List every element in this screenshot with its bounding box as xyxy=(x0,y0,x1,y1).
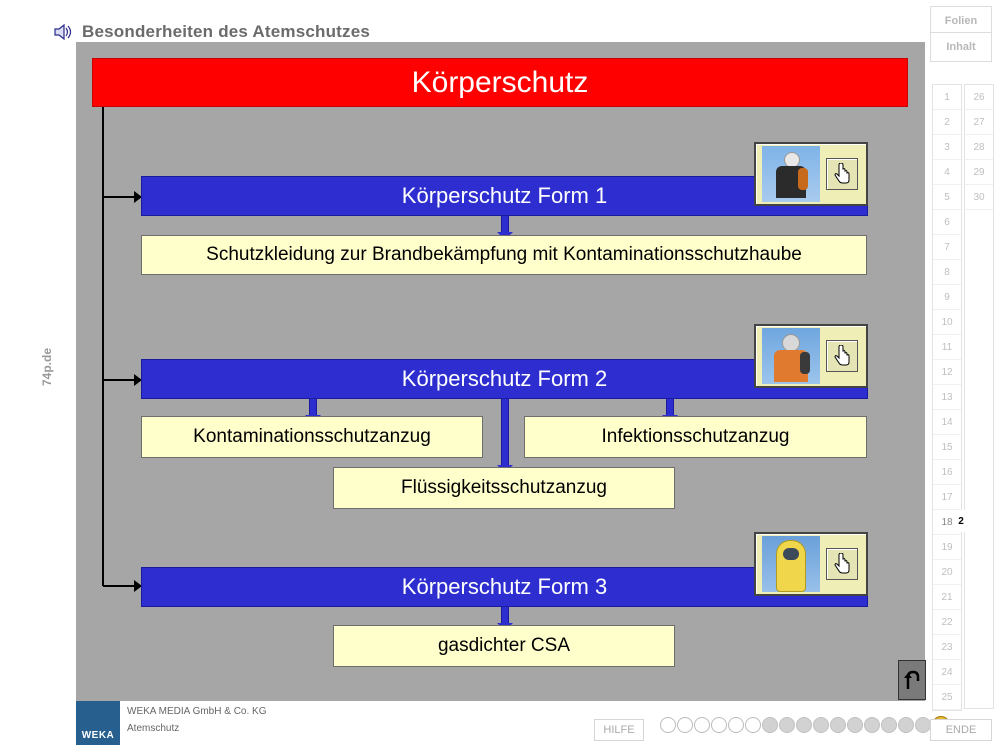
form-3-media-panel xyxy=(754,532,868,596)
connector-vertical xyxy=(102,107,104,586)
firefighter-photo xyxy=(762,146,820,202)
main-title-bar: Körperschutz xyxy=(92,58,908,107)
connector-form-3 xyxy=(103,585,136,587)
form-2-media-panel xyxy=(754,324,868,388)
pointing-hand-icon xyxy=(834,163,850,184)
page-title: Besonderheiten des Atemschutzes xyxy=(82,22,371,41)
slide-link-20[interactable]: 20 xyxy=(933,560,961,585)
pointing-hand-icon xyxy=(834,553,850,574)
form-2-item-1: Kontaminationsschutzanzug xyxy=(141,416,483,458)
form-3-label: Körperschutz Form 3 xyxy=(401,574,608,599)
progress-dot xyxy=(864,717,880,733)
title-row: Besonderheiten des Atemschutzes xyxy=(52,20,370,44)
slide-link-13[interactable]: 13 xyxy=(933,385,961,410)
connector-form-2 xyxy=(103,379,136,381)
slide-link-8[interactable]: 8 xyxy=(933,260,961,285)
show-image-button[interactable] xyxy=(826,340,858,372)
show-image-button[interactable] xyxy=(826,548,858,580)
slide-link-10[interactable]: 10 xyxy=(933,310,961,335)
slide-link-3[interactable]: 3 xyxy=(933,135,961,160)
show-image-button[interactable] xyxy=(826,158,858,190)
slide-link-28[interactable]: 28 xyxy=(965,135,993,160)
progress-dot xyxy=(728,717,744,733)
slide-link-30[interactable]: 30 xyxy=(965,185,993,210)
folien-button[interactable]: Folien xyxy=(930,6,992,36)
progress-dot xyxy=(779,717,795,733)
form-1-bar: Körperschutz Form 1 xyxy=(141,176,868,216)
arrow-right-icon xyxy=(134,580,142,592)
pointing-hand-icon xyxy=(834,345,850,366)
slide-link-6[interactable]: 6 xyxy=(933,210,961,235)
slide-link-22[interactable]: 22 xyxy=(933,610,961,635)
slide-link-17[interactable]: 17 xyxy=(933,485,961,510)
slide-link-11[interactable]: 11 xyxy=(933,335,961,360)
watermark: 74p.de xyxy=(40,348,54,387)
slide-link-9[interactable]: 9 xyxy=(933,285,961,310)
progress-dot xyxy=(677,717,693,733)
form-1-media-panel xyxy=(754,142,868,206)
progress-dot xyxy=(830,717,846,733)
form-1-item: Schutzkleidung zur Brandbekämpfung mit K… xyxy=(141,235,867,275)
end-button[interactable]: ENDE xyxy=(930,719,992,741)
slide-link-2[interactable]: 2 xyxy=(933,110,961,135)
form-2-label: Körperschutz Form 2 xyxy=(401,366,608,391)
form-3-bar: Körperschutz Form 3 xyxy=(141,567,868,607)
slide-link-21[interactable]: 21 xyxy=(933,585,961,610)
inhalt-button[interactable]: Inhalt xyxy=(930,32,992,62)
speaker-icon[interactable] xyxy=(52,21,74,43)
progress-dot xyxy=(745,717,761,733)
progress-dot xyxy=(847,717,863,733)
form-3-item: gasdichter CSA xyxy=(333,625,675,667)
slide-link-12[interactable]: 12 xyxy=(933,360,961,385)
down-arrow-icon xyxy=(497,399,513,473)
slide-link-16[interactable]: 16 xyxy=(933,460,961,485)
sub-page-indicator: 2 xyxy=(956,510,966,532)
slide-link-5[interactable]: 5 xyxy=(933,185,961,210)
slide-link-19[interactable]: 19 xyxy=(933,535,961,560)
arrow-right-icon xyxy=(134,374,142,386)
slide-link-29[interactable]: 29 xyxy=(965,160,993,185)
progress-dot xyxy=(813,717,829,733)
progress-dot xyxy=(881,717,897,733)
slide-link-15[interactable]: 15 xyxy=(933,435,961,460)
form-2-item-3: Flüssigkeitsschutzanzug xyxy=(333,467,675,509)
slide-link-27[interactable]: 27 xyxy=(965,110,993,135)
return-button[interactable] xyxy=(898,660,926,700)
slide-link-18[interactable]: 18 xyxy=(933,510,961,535)
progress-indicator: X xyxy=(660,716,950,734)
protective-suit-photo xyxy=(762,328,820,384)
form-2-bar: Körperschutz Form 2 xyxy=(141,359,868,399)
slide-link-25[interactable]: 25 xyxy=(933,685,961,710)
progress-dot xyxy=(711,717,727,733)
company-name: WEKA MEDIA GmbH & Co. KG xyxy=(127,706,267,717)
progress-dot xyxy=(694,717,710,733)
progress-dot xyxy=(898,717,914,733)
progress-dot xyxy=(660,717,676,733)
slide-link-14[interactable]: 14 xyxy=(933,410,961,435)
slide-link-23[interactable]: 23 xyxy=(933,635,961,660)
return-arrow-icon xyxy=(904,670,920,689)
progress-dot xyxy=(796,717,812,733)
progress-dot xyxy=(762,717,778,733)
form-2-item-2: Infektionsschutzanzug xyxy=(524,416,867,458)
arrow-right-icon xyxy=(134,191,142,203)
slide-link-4[interactable]: 4 xyxy=(933,160,961,185)
weka-logo: WEKA xyxy=(76,701,120,745)
form-1-label: Körperschutz Form 1 xyxy=(401,183,608,208)
connector-form-1 xyxy=(103,196,136,198)
help-button[interactable]: HILFE xyxy=(594,719,644,741)
slide-link-26[interactable]: 26 xyxy=(965,85,993,110)
main-title: Körperschutz xyxy=(411,65,589,99)
slide-link-24[interactable]: 24 xyxy=(933,660,961,685)
gas-tight-suit-photo xyxy=(762,536,820,592)
slide-link-1[interactable]: 1 xyxy=(933,85,961,110)
slide-link-7[interactable]: 7 xyxy=(933,235,961,260)
course-name: Atemschutz xyxy=(127,723,180,734)
progress-dot xyxy=(915,717,931,733)
